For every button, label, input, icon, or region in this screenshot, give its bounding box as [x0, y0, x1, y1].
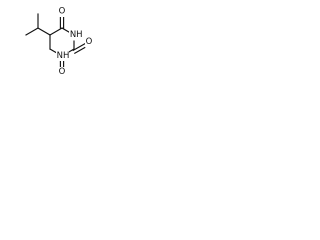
oxygen-top-label: O: [59, 7, 66, 17]
oxygen-right-label: O: [86, 37, 93, 47]
nh-upper-label: NH: [70, 30, 83, 40]
nh-lower-label: NH: [57, 51, 70, 61]
structure-svg: O NH O NH O: [25, 7, 93, 77]
carbonyl-right-bond-a: [72, 43, 86, 52]
carbonyl-right-bond-b: [74, 45, 88, 54]
isopropyl-ring-bond: [37, 27, 51, 36]
molecule-diagram: O NH O NH O: [0, 0, 99, 83]
ring-bond-c5-c6: [49, 27, 63, 36]
atom-label-layer: O NH O NH O: [56, 7, 93, 77]
isopropyl-lower-methyl-bond: [25, 27, 39, 36]
oxygen-bottom-label: O: [59, 67, 66, 77]
